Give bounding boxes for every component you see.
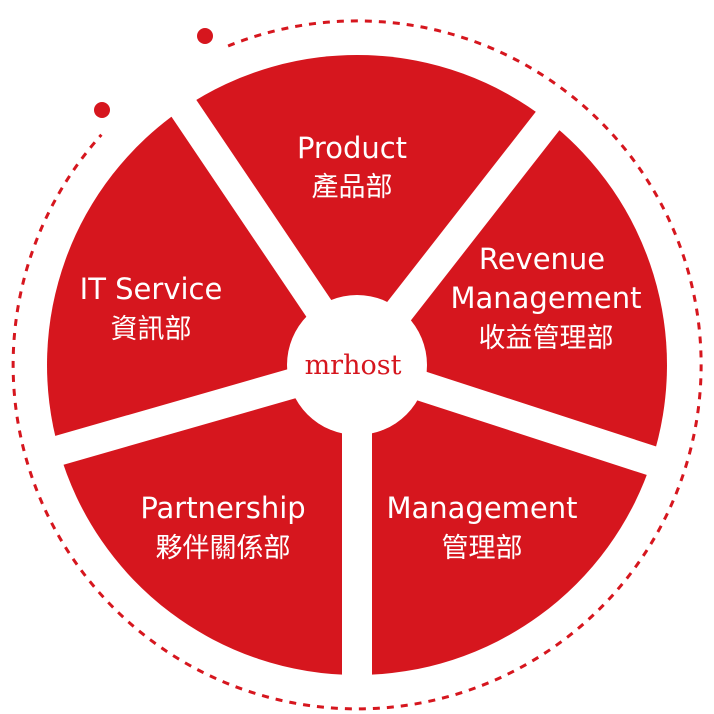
- center-hub: [287, 295, 427, 435]
- revenue-label-en-2: Management: [450, 281, 641, 315]
- product-label-zh: 產品部: [312, 172, 393, 203]
- product-label-en: Product: [297, 131, 407, 165]
- segment-product[interactable]: [183, 54, 548, 365]
- management-label-zh: 管理部: [442, 533, 523, 564]
- revenue-label-en: Revenue: [479, 242, 605, 276]
- revenue-label-zh: 收益管理部: [479, 323, 614, 354]
- partnership-label-zh: 夥伴關係部: [156, 533, 291, 564]
- orbit-dot-top: [197, 28, 213, 44]
- partnership-label-en: Partnership: [140, 491, 305, 525]
- it-service-label-en: IT Service: [80, 272, 223, 306]
- segment-it-service[interactable]: [47, 108, 358, 451]
- mrhost-logo: mrhost: [305, 350, 402, 381]
- management-label-en: Management: [386, 491, 577, 525]
- it-service-label-zh: 資訊部: [111, 314, 192, 345]
- orbit-dot-left: [94, 102, 110, 118]
- dashed-orbit-ring: [11, 19, 703, 711]
